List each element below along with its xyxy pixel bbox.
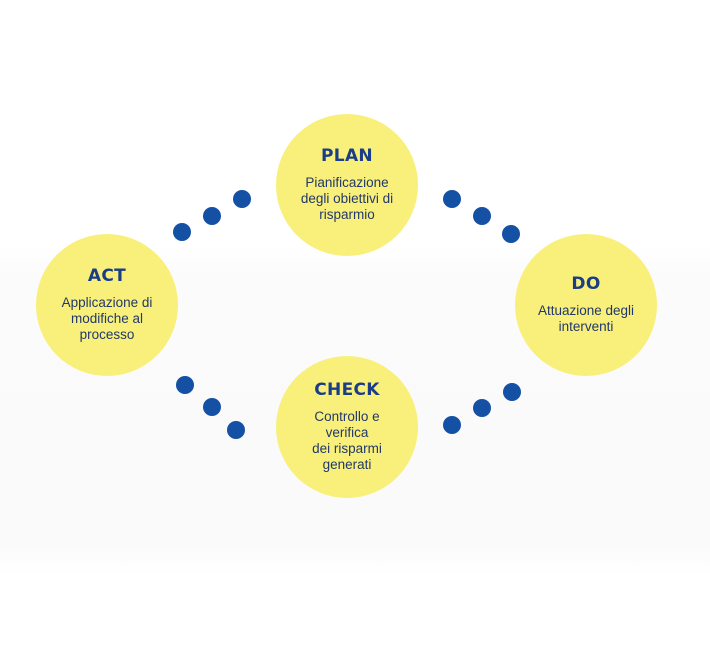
act-title: ACT [87,265,127,286]
connector-dot-do-check-3 [443,416,461,434]
connector-dot-act-plan-2 [203,207,221,225]
check-node: CHECK Controllo e verifica dei risparmi … [276,356,418,498]
plan-description: Pianificazione degli obiettivi di rispar… [300,174,394,222]
connector-dot-check-act-2 [203,398,221,416]
act-node: ACT Applicazione di modifiche al process… [36,234,178,376]
plan-title: PLAN [321,145,373,166]
act-description: Applicazione di modifiche al processo [61,294,153,342]
plan-node: PLAN Pianificazione degli obiettivi di r… [276,114,418,256]
do-title: DO [571,273,601,294]
connector-dot-do-check-1 [503,383,521,401]
connector-dot-do-check-2 [473,399,491,417]
do-description: Attuazione degli interventi [537,302,635,334]
connector-dot-check-act-1 [227,421,245,439]
connector-dot-act-plan-3 [233,190,251,208]
connector-dot-plan-do-3 [502,225,520,243]
check-title: CHECK [314,379,380,400]
connector-dot-plan-do-1 [443,190,461,208]
do-node: DO Attuazione degli interventi [515,234,657,376]
connector-dot-act-plan-1 [173,223,191,241]
check-description: Controllo e verifica dei risparmi genera… [312,408,382,472]
connector-dot-plan-do-2 [473,207,491,225]
connector-dot-check-act-3 [176,376,194,394]
